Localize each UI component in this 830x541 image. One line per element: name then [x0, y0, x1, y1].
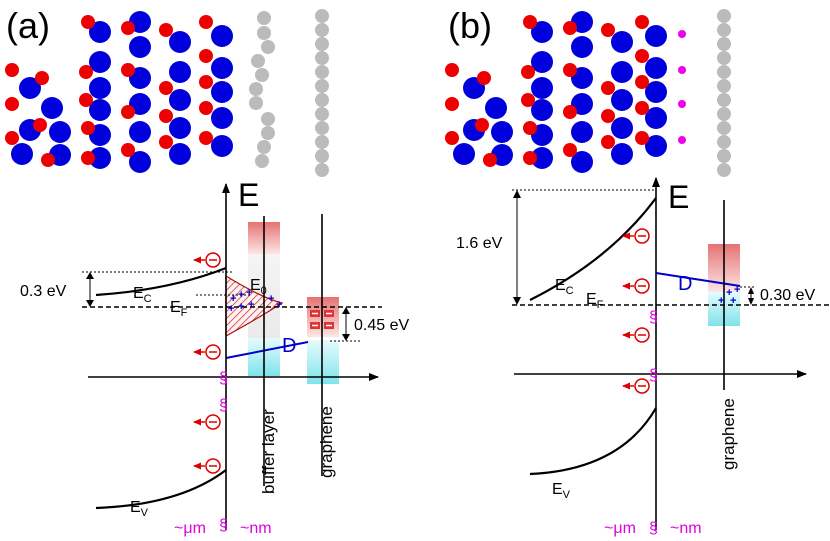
panel-b-hydrogen-atoms — [678, 30, 686, 144]
panel-a-accumulation-region — [225, 274, 284, 338]
panel-b-band-diagram: ++ ++ — [456, 177, 830, 537]
svg-text:+: + — [734, 284, 740, 296]
panel-b-break-bottom: § — [649, 520, 658, 537]
panel-b-d-label: D — [678, 273, 692, 295]
panel-b-ev-curve — [529, 407, 657, 476]
panel-b-break-top: § — [649, 309, 658, 326]
panel-b-label: (b) — [448, 5, 492, 46]
panel-b-ev-label: EV — [552, 481, 571, 501]
panel-a-d-label: D — [282, 335, 296, 357]
svg-text:+: + — [726, 287, 732, 299]
panel-b-red-atoms — [445, 15, 649, 167]
svg-text:+: + — [730, 295, 736, 307]
panel-a-scale-nm: ~nm — [240, 520, 272, 537]
electron-icon — [193, 414, 221, 430]
panel-b-d-line — [655, 272, 741, 287]
panel-a-blue-atoms — [11, 11, 233, 173]
svg-text:+: + — [238, 289, 244, 301]
panel-a-d-line — [225, 341, 309, 359]
svg-text:+: + — [230, 293, 236, 305]
panel-a-break-mid: § — [219, 397, 228, 414]
panel-a-axis-label: E — [238, 177, 259, 213]
panel-b-ef-label: EF — [586, 291, 604, 311]
panel-b-graphene-label: graphene — [719, 398, 738, 470]
electron-icon — [193, 252, 221, 268]
panel-b-graphene-atoms — [717, 9, 731, 177]
svg-text:+: + — [268, 293, 274, 305]
panel-a-red-atoms — [5, 15, 213, 167]
svg-text:+: + — [248, 299, 254, 311]
panel-a-band-diagram: ++ ++ ++ ++ — [20, 177, 409, 537]
panel-b-scale-nm: ~nm — [670, 520, 702, 537]
panel-a-e0-label: E0 — [250, 277, 267, 297]
electron-icon — [622, 378, 650, 394]
svg-text:+: + — [718, 295, 724, 307]
panel-b: (b) — [445, 5, 830, 537]
panel-b-ec-curve — [529, 197, 657, 301]
panel-b-electrons — [622, 228, 650, 394]
panel-a-ec-label: EC — [133, 285, 152, 305]
panel-a-ev-curve — [95, 469, 227, 510]
panel-a-electrons — [193, 252, 221, 474]
panel-a-break-top: § — [219, 370, 228, 387]
panel-b-axis-label: E — [668, 179, 689, 215]
panel-a-ev-label: EV — [130, 499, 149, 519]
svg-text:+: + — [276, 299, 282, 311]
electron-icon — [622, 228, 650, 244]
svg-text:+: + — [246, 287, 252, 299]
panel-a-graphene-atoms — [315, 9, 329, 177]
panel-a-ec-curve — [95, 266, 227, 297]
panel-a-lattice — [5, 9, 329, 177]
svg-text:+: + — [228, 303, 234, 315]
panel-b-positive-charges: ++ ++ — [718, 284, 740, 307]
panel-b-scale-um: ~μm — [604, 520, 636, 537]
panel-a-buffer-atoms — [249, 11, 275, 168]
panel-a-break-bottom: § — [219, 517, 228, 534]
panel-a-buffer-label: buffer layer — [259, 409, 278, 494]
panel-b-gap2: 0.30 eV — [760, 287, 815, 304]
panel-a-negative-charges — [310, 310, 334, 329]
panel-a-graphene-label: graphene — [317, 406, 336, 478]
panel-b-ec-label: EC — [555, 277, 574, 297]
svg-text:+: + — [238, 301, 244, 313]
panel-a-gap2: 0.45 eV — [354, 317, 409, 334]
panel-a-label: (a) — [6, 5, 50, 46]
panel-b-break-mid: § — [649, 367, 658, 384]
panel-a-positive-charges: ++ ++ ++ ++ — [228, 287, 282, 315]
panel-a-ef-label: EF — [170, 299, 188, 319]
panel-a-gap1: 0.3 eV — [20, 283, 67, 300]
panel-b-gap1: 1.6 eV — [456, 235, 503, 252]
panel-b-lattice — [445, 9, 731, 177]
panel-a-scale-um: ~μm — [174, 520, 206, 537]
electron-icon — [193, 344, 221, 360]
electron-icon — [622, 327, 650, 343]
panel-a: (a) — [5, 5, 409, 537]
electron-icon — [622, 278, 650, 294]
electron-icon — [193, 458, 221, 474]
